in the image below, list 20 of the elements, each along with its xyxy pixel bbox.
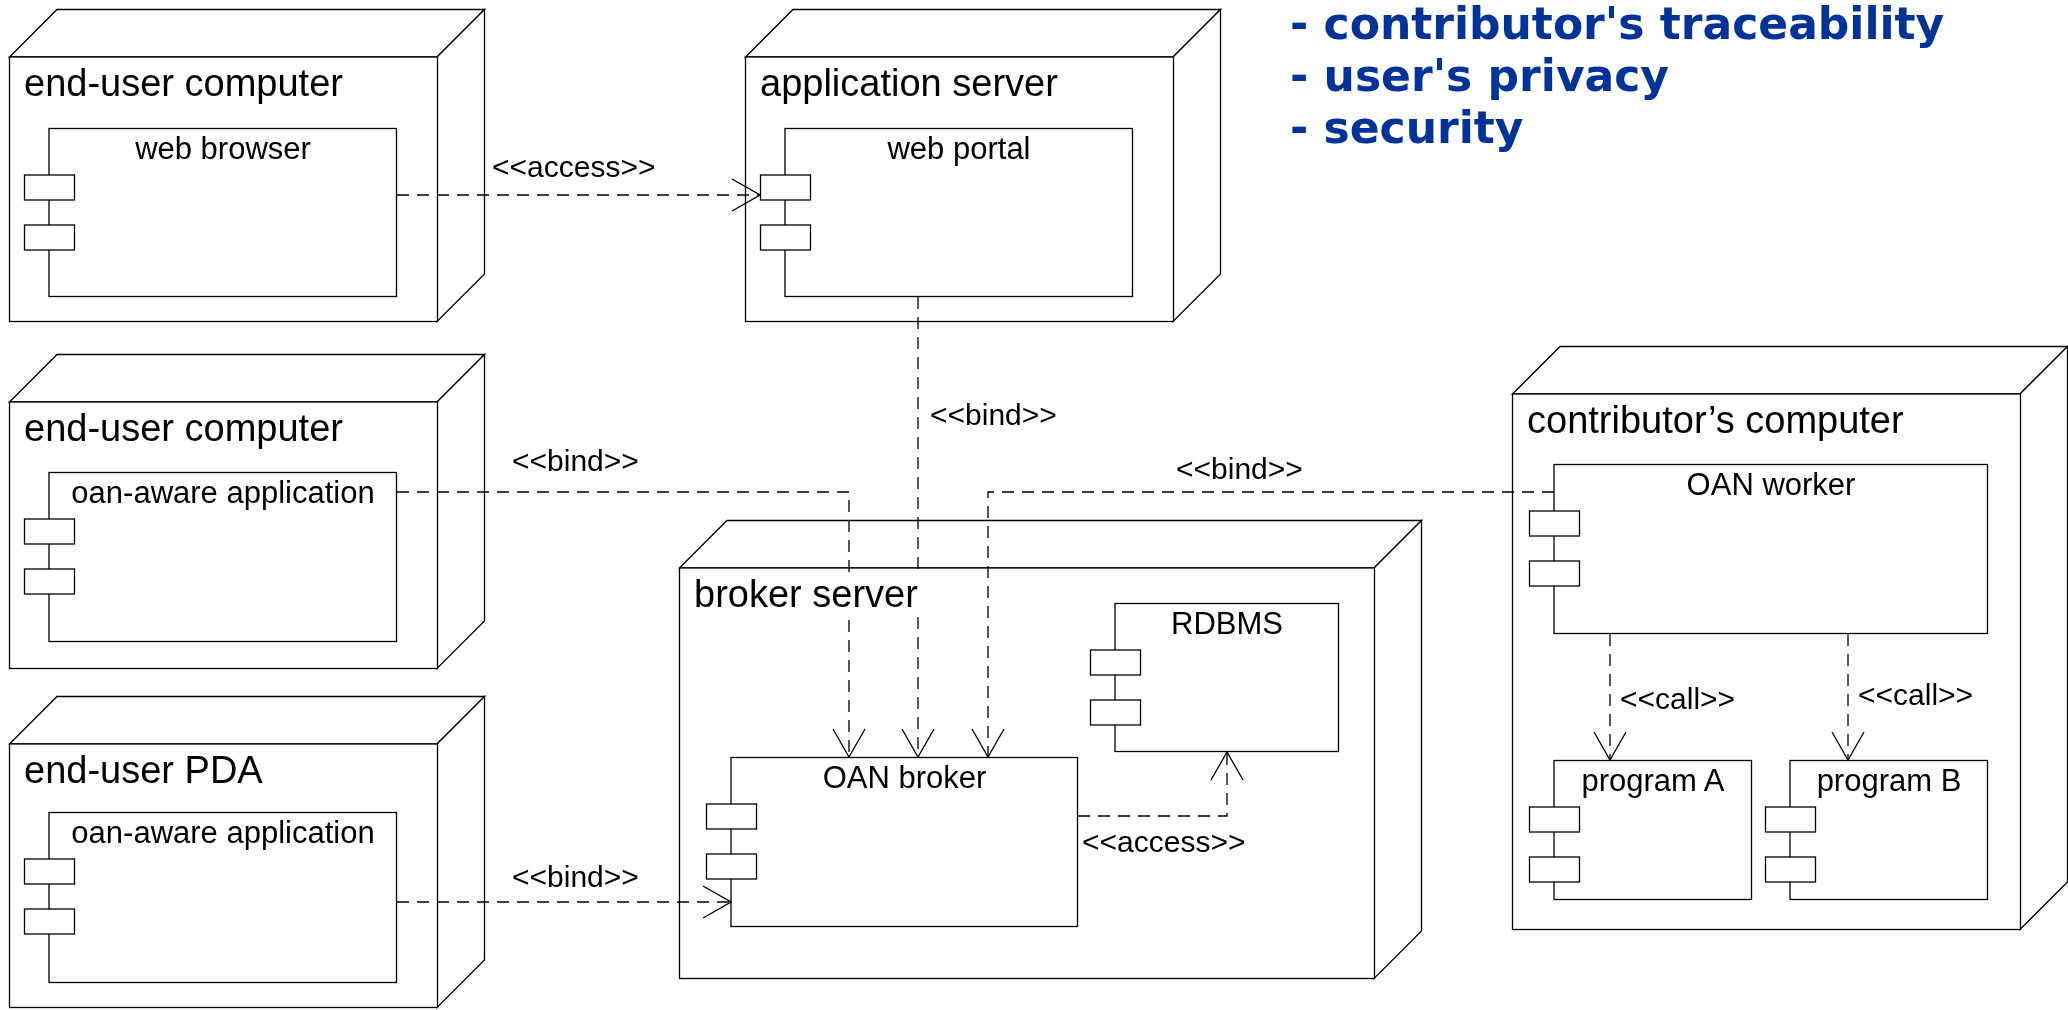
dependency-arrow <box>971 491 1555 758</box>
note-text: - user's privacy <box>1290 52 1670 101</box>
component-name: OAN worker <box>1685 468 1857 503</box>
dependency-arrow <box>1077 751 1244 817</box>
component-name: program B <box>1815 764 1963 799</box>
dependency-arrow <box>1593 633 1627 761</box>
component-name: program A <box>1580 764 1726 799</box>
component-name: web portal <box>886 132 1032 167</box>
note-text: - security <box>1290 104 1524 153</box>
dependency-arrow <box>396 885 732 919</box>
dependency-arrow <box>1831 633 1865 761</box>
dependency-arrow <box>396 178 761 212</box>
component-name: oan-aware application <box>70 476 376 511</box>
note-text: - contributor's traceability <box>1290 0 1945 49</box>
component-name: web browser <box>134 132 312 167</box>
component-name: oan-aware application <box>70 816 376 851</box>
dependency-arrow <box>901 296 935 758</box>
component-name: RDBMS <box>1170 607 1284 642</box>
dependency-arrow <box>396 491 866 758</box>
component-name: OAN broker <box>821 761 988 796</box>
